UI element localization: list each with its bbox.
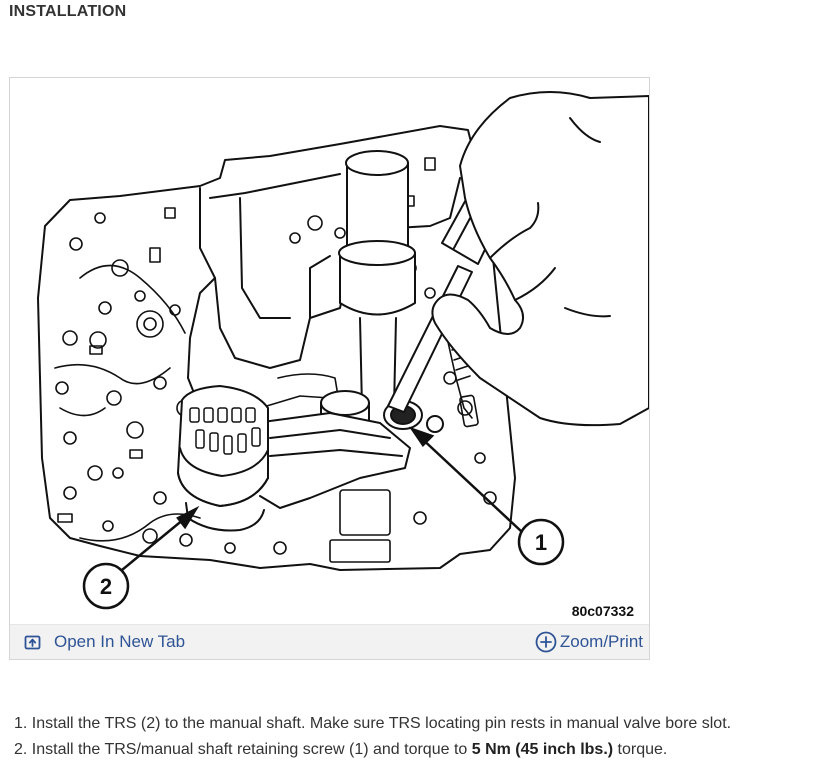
step-text-end: torque. — [613, 741, 668, 758]
list-item: 2. Install the TRS/manual shaft retainin… — [14, 738, 731, 761]
open-in-new-tab-link[interactable]: Open In New Tab — [24, 630, 185, 654]
valve-body-drawing: 1 2 80c07332 — [37, 91, 649, 619]
figure-code: 80c07332 — [572, 603, 635, 619]
step-number: 1. — [14, 715, 28, 732]
callout-1: 1 — [517, 518, 565, 566]
callout-1-label: 1 — [535, 530, 547, 555]
open-new-tab-icon — [24, 634, 41, 650]
step-text: Install the TRS (2) to the manual shaft.… — [31, 715, 732, 732]
section-title: INSTALLATION — [9, 3, 127, 20]
zoom-print-link[interactable]: Zoom/Print — [535, 630, 643, 654]
open-in-new-tab-label: Open In New Tab — [54, 632, 186, 651]
zoom-plus-icon — [535, 631, 557, 653]
installation-steps: 1. Install the TRS (2) to the manual sha… — [14, 712, 731, 764]
torque-value: 5 Nm (45 inch lbs.) — [471, 741, 614, 758]
step-number: 2. — [14, 741, 28, 758]
figure-illustration[interactable]: 1 2 80c07332 — [10, 78, 649, 624]
callout-2-label: 2 — [100, 574, 112, 599]
step-text: Install the TRS/manual shaft retaining s… — [31, 741, 472, 758]
list-item: 1. Install the TRS (2) to the manual sha… — [14, 712, 731, 735]
zoom-print-label: Zoom/Print — [559, 632, 643, 651]
callout-2: 2 — [82, 562, 130, 610]
figure-card: 1 2 80c07332 Open In New Tab — [9, 77, 650, 660]
figure-toolbar: Open In New Tab Zoom/Print — [10, 624, 649, 659]
